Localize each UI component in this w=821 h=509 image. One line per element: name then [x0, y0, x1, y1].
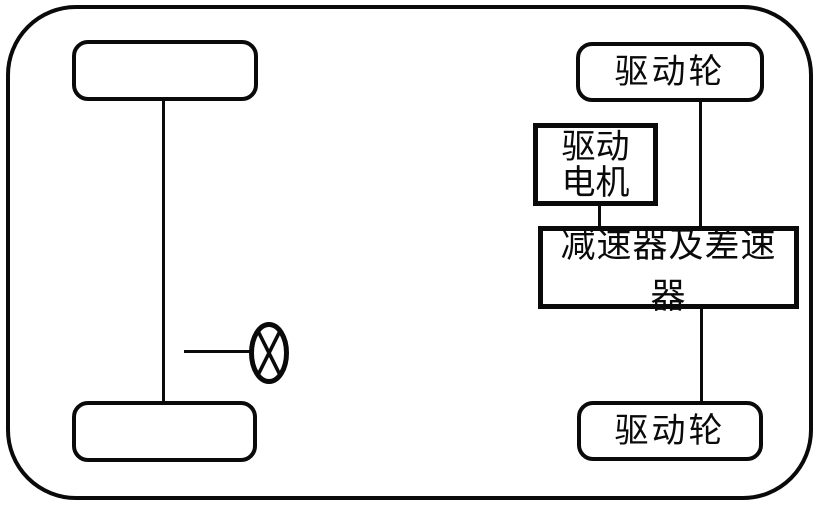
top-drive-wheel-box: 驱动轮 [576, 42, 764, 102]
reducer-differential-label: 减速器及差速器 [560, 225, 777, 317]
motor-to-reducer-line [598, 205, 601, 227]
top-drive-wheel-label: 驱动轮 [614, 52, 726, 92]
bottom-drive-wheel-box: 驱动轮 [577, 401, 763, 461]
rear-left-wheel [72, 401, 257, 462]
reducer-differential-box: 减速器及差速器 [538, 226, 799, 317]
drive-motor-box: 驱动 电机 [533, 123, 658, 206]
steering-column-line [184, 350, 251, 353]
steering-wheel-icon [249, 322, 289, 384]
vehicle-body-outline [6, 5, 813, 500]
front-left-wheel [72, 40, 258, 101]
bottom-halfshaft-line [700, 308, 703, 402]
drive-motor-label-line1: 驱动 [561, 126, 630, 167]
bottom-drive-wheel-label: 驱动轮 [614, 411, 726, 451]
top-halfshaft-line [699, 101, 702, 227]
left-axle-line [162, 100, 165, 402]
drive-motor-label-line2: 电机 [561, 162, 630, 203]
